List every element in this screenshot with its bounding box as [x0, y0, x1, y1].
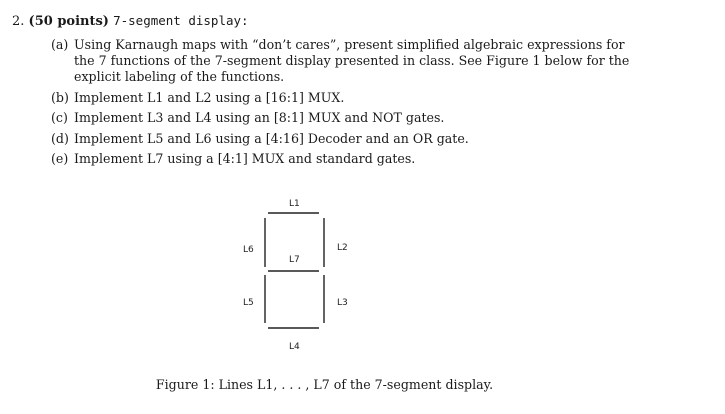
part-b-label: (b) — [51, 89, 69, 105]
problem-2: 2. (50 points) 7-segment display: (a) Usi… — [12, 12, 712, 171]
problem-points: (50 points) — [28, 14, 109, 29]
part-b-text: Implement L1 and L2 using a [16:1] MUX. — [74, 89, 345, 105]
part-c: (c) Implement L3 and L4 using an [8:1] MU… — [12, 110, 646, 126]
problem-parts-list: (a) Using Karnaugh maps with “don’t cares… — [12, 37, 712, 167]
part-d-label: (d) — [51, 130, 69, 146]
label-l4: L4 — [289, 342, 300, 352]
part-c-text: Implement L3 and L4 using an [8:1] MUX a… — [74, 110, 445, 126]
part-a-text: Using Karnaugh maps with “don’t cares”, … — [74, 37, 630, 85]
part-d: (d) Implement L5 and L6 using a [4:16] De… — [12, 131, 646, 147]
label-l2: L2 — [337, 243, 348, 253]
part-a-label: (a) — [51, 37, 69, 52]
problem-title: 7-segment display: — [113, 13, 249, 28]
part-a: (a) Using Karnaugh maps with “don’t cares… — [12, 37, 646, 86]
problem-heading: 2. (50 points) 7-segment display: — [12, 12, 712, 31]
label-l5: L5 — [243, 298, 254, 308]
part-c-label: (c) — [51, 110, 68, 126]
label-l1: L1 — [289, 199, 300, 209]
part-d-text: Implement L5 and L6 using a [4:16] Decod… — [74, 130, 469, 146]
part-e: (e) Implement L7 using a [4:1] MUX and st… — [12, 151, 646, 167]
part-e-label: (e) — [51, 150, 69, 166]
label-l7: L7 — [289, 255, 300, 265]
part-b: (b) Implement L1 and L2 using a [16:1] MU… — [12, 90, 646, 106]
label-l3: L3 — [337, 298, 348, 308]
figure-caption: Figure 1: Lines L1, . . . , L7 of the 7-… — [0, 377, 725, 392]
figure-caption-text: Figure 1: Lines L1, . . . , L7 of the 7-… — [155, 377, 494, 392]
part-e-text: Implement L7 using a [4:1] MUX and stand… — [74, 150, 416, 166]
label-l6: L6 — [243, 245, 254, 255]
problem-number: 2. — [12, 14, 25, 29]
